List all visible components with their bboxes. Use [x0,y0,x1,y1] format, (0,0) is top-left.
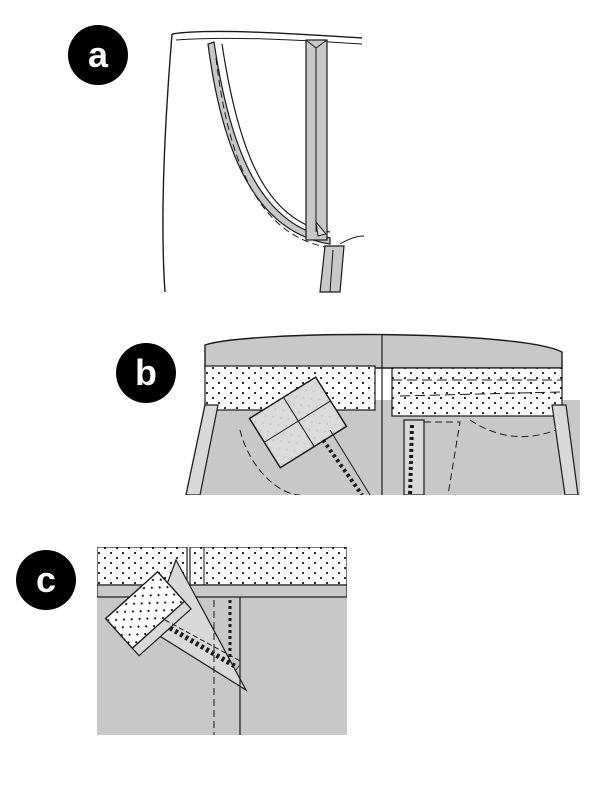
step-b-illustration [185,333,580,495]
step-a-badge: a [68,25,128,85]
step-c-label: c [36,559,56,600]
step-b-label: b [135,352,157,393]
step-c-illustration [97,547,347,735]
step-b-badge: b [116,343,176,403]
step-c-badge: c [16,550,76,610]
step-a-illustration [162,30,365,293]
step-a-label: a [88,34,109,75]
